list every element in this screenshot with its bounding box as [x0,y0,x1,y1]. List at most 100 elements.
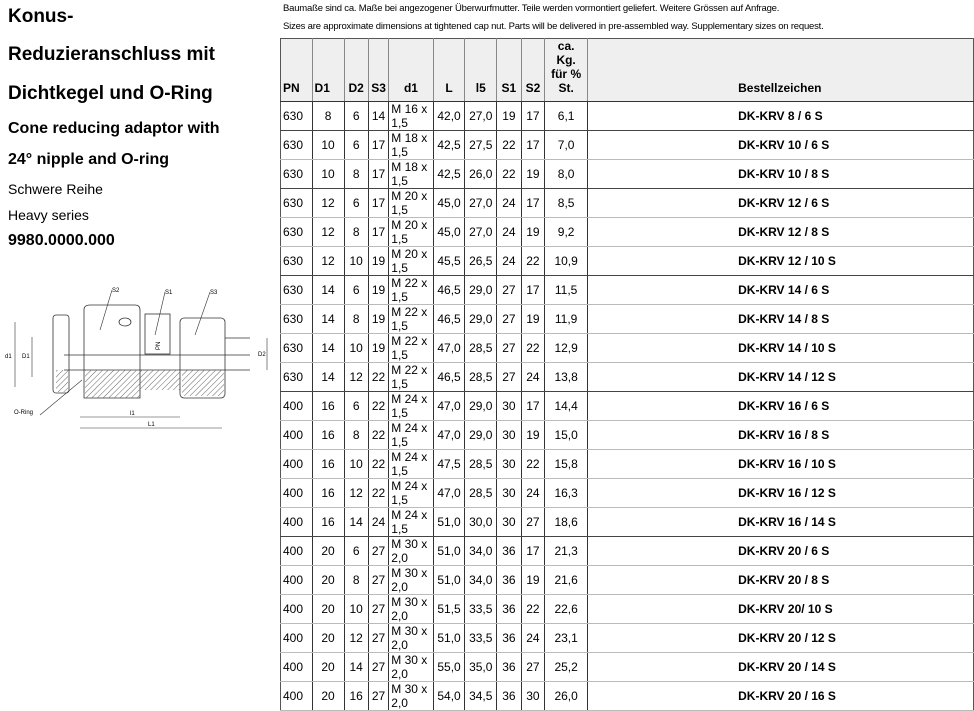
table-cell: M 22 x 1,5 [388,304,434,334]
table-cell: 46,5 [432,275,465,305]
table-cell: 30 [496,391,522,421]
table-cell: 14 [343,507,369,537]
table-cell: 51,0 [432,536,465,566]
table-cell: 24 [520,623,545,653]
table-cell: 19 [367,275,389,305]
title-de-line2: Reduzieranschluss mit [8,44,215,65]
table-cell: 24 [520,362,545,392]
table-cell: DK-KRV 8 / 6 S [587,101,974,131]
table-cell: 16 [311,507,345,537]
note-en: Sizes are approximate dimensions at tigh… [283,21,824,32]
table-cell: 22,6 [544,594,588,624]
label-o-ring: O-Ring [14,410,33,416]
table-cell: 8 [311,101,345,131]
table-cell: DK-KRV 12 / 8 S [587,217,974,247]
table-cell: 27 [367,681,389,711]
table-cell: 6,1 [544,101,588,131]
product-table: PN D1 D2 S3 d1 L l5 S1 S2 ca. Kg.für % S… [280,38,974,711]
table-cell: 17 [367,188,389,218]
table-cell: 19 [520,217,545,247]
table-cell: 400 [280,391,313,421]
table-cell: 12 [343,478,369,508]
table-cell: 630 [280,362,313,392]
table-cell: 36 [496,681,522,711]
table-cell: 10 [343,594,369,624]
table-cell: 27 [367,536,389,566]
table-cell: 28,5 [464,333,497,363]
table-cell: 12 [343,362,369,392]
table-cell: 36 [496,652,522,682]
table-cell: 12 [311,217,345,247]
table-cell: 19 [520,565,545,595]
table-cell: 28,5 [464,478,497,508]
table-cell: 22 [367,391,389,421]
table-cell: 30 [496,478,522,508]
table-cell: 20 [311,594,345,624]
table-cell: 29,0 [464,275,497,305]
table-cell: 23,1 [544,623,588,653]
table-cell: 27 [496,304,522,334]
table-cell: 400 [280,652,313,682]
table-cell: 27,0 [464,188,497,218]
table-cell: 22 [496,159,522,189]
table-cell: 400 [280,623,313,653]
table-cell: 47,0 [432,333,465,363]
table-cell: DK-KRV 14 / 10 S [587,333,974,363]
table-cell: 6 [343,188,369,218]
table-cell: 42,5 [432,159,465,189]
article-number: 9980.0000.000 [8,232,115,249]
table-cell: 17 [367,217,389,247]
table-cell: 14 [311,333,345,363]
table-cell: 30 [496,507,522,537]
table-cell: 10 [343,246,369,276]
table-cell: 18,6 [544,507,588,537]
technical-drawing: S2 S1 S3 d1 D1 D2 O-Ring l1 L1 PN [5,288,268,429]
table-cell: DK-KRV 12 / 10 S [587,246,974,276]
table-cell: 6 [343,536,369,566]
table-cell: 30 [496,449,522,479]
table-cell: 24 [520,478,545,508]
table-cell: 17 [520,101,545,131]
table-cell: 10 [343,449,369,479]
table-cell: 10,9 [544,246,588,276]
table-cell: 400 [280,449,313,479]
header-s2: S2 [520,38,545,102]
table-cell: 27 [496,333,522,363]
table-cell: DK-KRV 20 / 12 S [587,623,974,653]
table-cell: 45,5 [432,246,465,276]
table-cell: 19 [520,420,545,450]
header-d2: D2 [343,38,369,102]
table-cell: DK-KRV 16 / 12 S [587,478,974,508]
table-cell: 19 [367,246,389,276]
table-cell: 27 [367,652,389,682]
table-cell: 30 [496,420,522,450]
table-cell: 8 [343,565,369,595]
table-cell: 33,5 [464,623,497,653]
table-cell: 26,0 [544,681,588,711]
table-cell: DK-KRV 10 / 6 S [587,130,974,160]
table-cell: DK-KRV 20/ 10 S [587,594,974,624]
table-cell: 11,9 [544,304,588,334]
table-cell: 20 [311,536,345,566]
table-cell: 8,0 [544,159,588,189]
table-cell: DK-KRV 16 / 8 S [587,420,974,450]
table-cell: M 20 x 1,5 [388,217,434,247]
label-s1: S1 [165,290,173,296]
table-cell: 12,9 [544,333,588,363]
table-cell: DK-KRV 16 / 14 S [587,507,974,537]
table-cell: M 24 x 1,5 [388,449,434,479]
table-cell: 27 [496,362,522,392]
table-cell: 400 [280,681,313,711]
label-pn: PN [156,342,162,350]
table-cell: 630 [280,101,313,131]
table-cell: 400 [280,420,313,450]
table-cell: 12 [311,188,345,218]
table-cell: 21,3 [544,536,588,566]
table-cell: 51,0 [432,565,465,595]
